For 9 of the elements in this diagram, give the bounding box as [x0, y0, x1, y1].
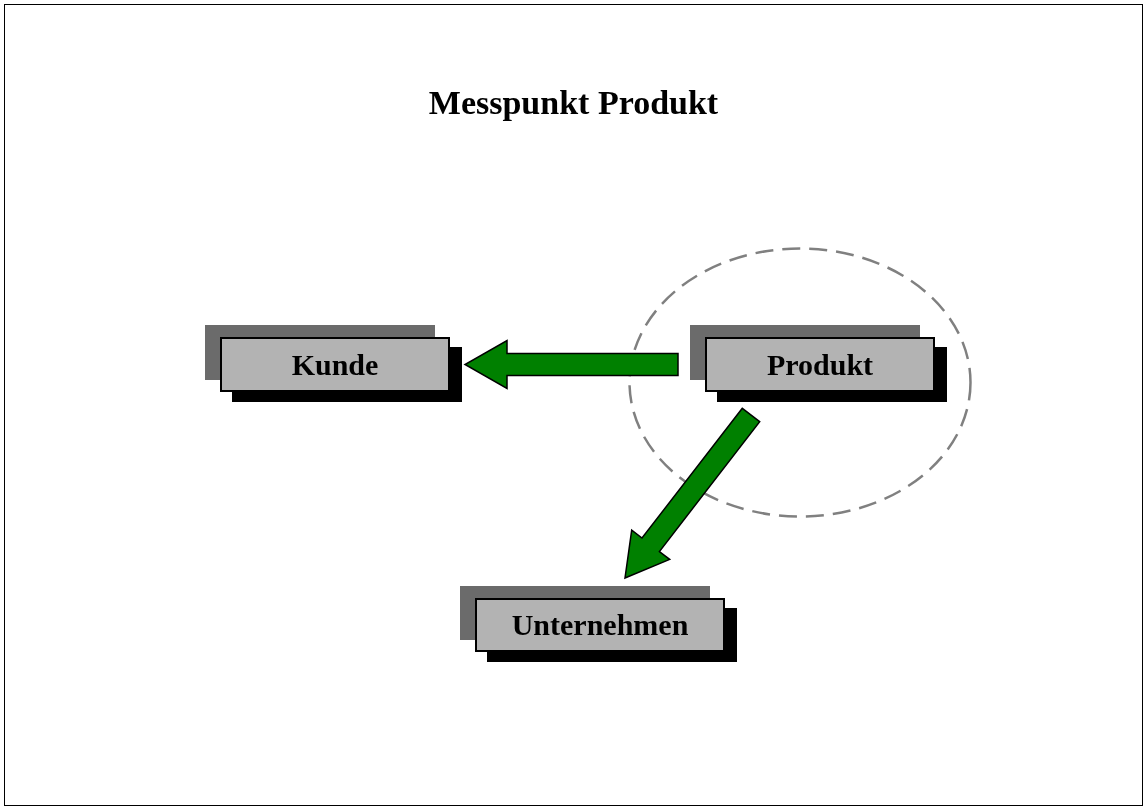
block-arrow: [624, 407, 761, 580]
box-label: Unternehmen: [511, 610, 689, 640]
process-box: [460, 586, 737, 662]
box-label: Kunde: [291, 349, 379, 380]
box-label: Produkt: [766, 349, 874, 380]
block-arrow: [463, 339, 679, 390]
process-box: [205, 325, 462, 402]
process-box: [690, 325, 947, 402]
title: Messpunkt Produkt: [427, 83, 720, 123]
